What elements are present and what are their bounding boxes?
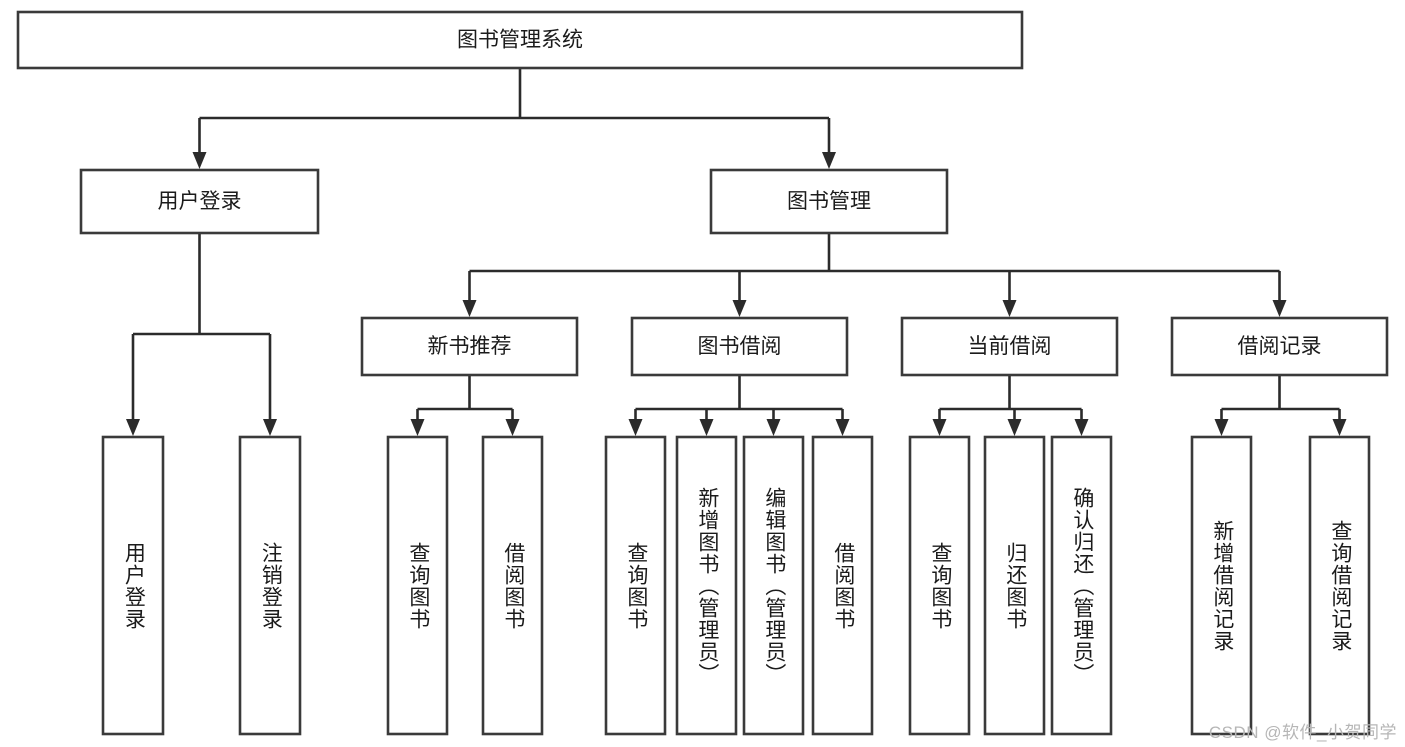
node-label-new-book-recommend: 新书推荐 — [428, 335, 512, 358]
node-box-leaf-borrow-book-2[interactable] — [811, 435, 874, 736]
watermark-text: CSDN @软件_小贺同学 — [1208, 723, 1397, 742]
node-label-borrow-record: 借阅记录 — [1238, 335, 1322, 358]
node-label-root: 图书管理系统 — [457, 29, 583, 52]
edges-layer — [126, 68, 1347, 436]
node-box-leaf-query-book-3[interactable] — [908, 435, 971, 736]
node-box-leaf-return-book[interactable] — [983, 435, 1046, 736]
node-box-leaf-borrow-book-1[interactable] — [481, 435, 544, 736]
node-box-leaf-query-record[interactable] — [1308, 435, 1371, 736]
boxes-layer — [16, 10, 1389, 736]
node-box-leaf-add-book[interactable] — [675, 435, 738, 736]
node-label-book-manage: 图书管理 — [787, 190, 871, 213]
node-label-book-borrow: 图书借阅 — [698, 335, 782, 358]
node-box-borrow-record[interactable] — [1170, 316, 1389, 377]
node-label-user-login: 用户登录 — [158, 190, 242, 213]
edge-group-new-book-recommend — [410, 375, 520, 436]
node-box-leaf-add-record[interactable] — [1190, 435, 1253, 736]
node-box-book-manage[interactable] — [709, 168, 949, 235]
edge-group-book-borrow — [628, 375, 850, 436]
node-box-leaf-user-login[interactable] — [101, 435, 165, 736]
node-box-current-borrow[interactable] — [900, 316, 1119, 377]
edge-group-current-borrow — [932, 375, 1089, 436]
edge-group-user-login — [126, 233, 277, 436]
node-label-current-borrow: 当前借阅 — [968, 335, 1052, 358]
node-box-leaf-confirm-return[interactable] — [1050, 435, 1113, 736]
node-box-leaf-query-book-1[interactable] — [386, 435, 449, 736]
node-box-book-borrow[interactable] — [630, 316, 849, 377]
node-box-leaf-logout[interactable] — [238, 435, 302, 736]
node-box-root[interactable] — [16, 10, 1024, 70]
node-box-new-book-recommend[interactable] — [360, 316, 579, 377]
edge-group-book-manage — [462, 233, 1287, 317]
node-box-leaf-query-book-2[interactable] — [604, 435, 667, 736]
node-box-leaf-edit-book[interactable] — [742, 435, 805, 736]
edge-group-root — [192, 68, 836, 169]
edge-group-borrow-record — [1214, 375, 1347, 436]
node-box-user-login[interactable] — [79, 168, 320, 235]
